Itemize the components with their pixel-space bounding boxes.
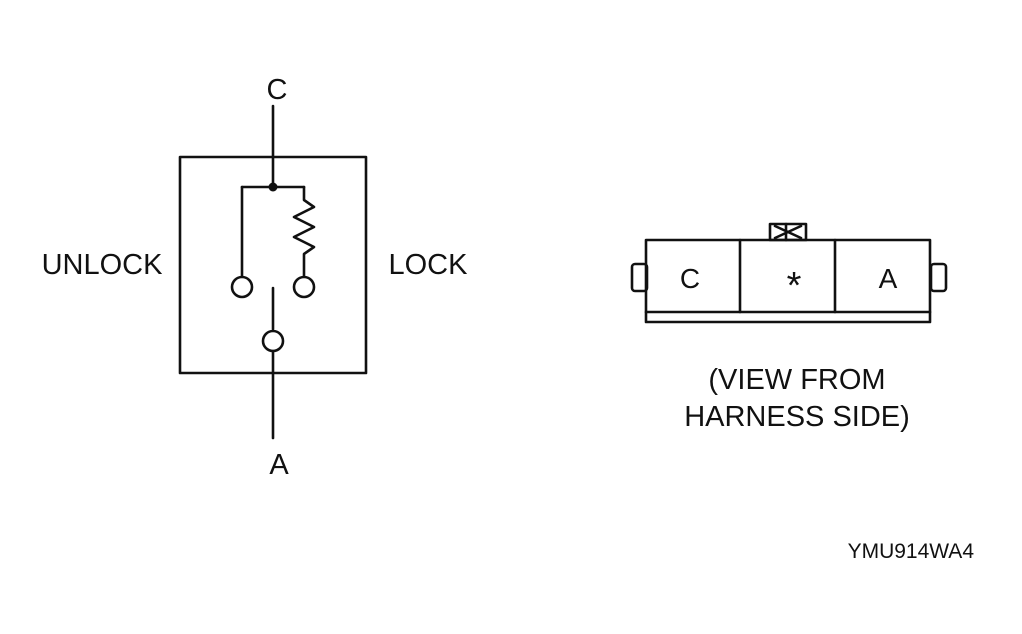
connector-cell-a: A [879, 263, 898, 294]
connector-cell-unused: * [787, 265, 802, 307]
resistor [292, 185, 316, 278]
connector-caption-line1: (VIEW FROM [708, 364, 885, 396]
harness-connector: C * A (VIEW FROM HARNESS SIDE) [630, 222, 948, 433]
terminal-a-label: A [269, 449, 289, 481]
connector-caption-line2: HARNESS SIDE) [684, 401, 910, 433]
connector-lock-tab-cross [773, 224, 803, 240]
unlock-label: UNLOCK [42, 249, 164, 281]
connector-cell-c: C [680, 263, 700, 294]
unlock-contact [230, 275, 254, 299]
switch-schematic: C A UNLOCK LOCK [42, 74, 469, 481]
connector-right-ear [929, 262, 948, 293]
terminal-c-label: C [267, 74, 288, 106]
figure-code: YMU914WA4 [848, 540, 975, 563]
lock-contact [292, 275, 316, 299]
connector-body [644, 238, 932, 324]
common-contact [261, 329, 285, 353]
lock-label: LOCK [389, 249, 469, 281]
